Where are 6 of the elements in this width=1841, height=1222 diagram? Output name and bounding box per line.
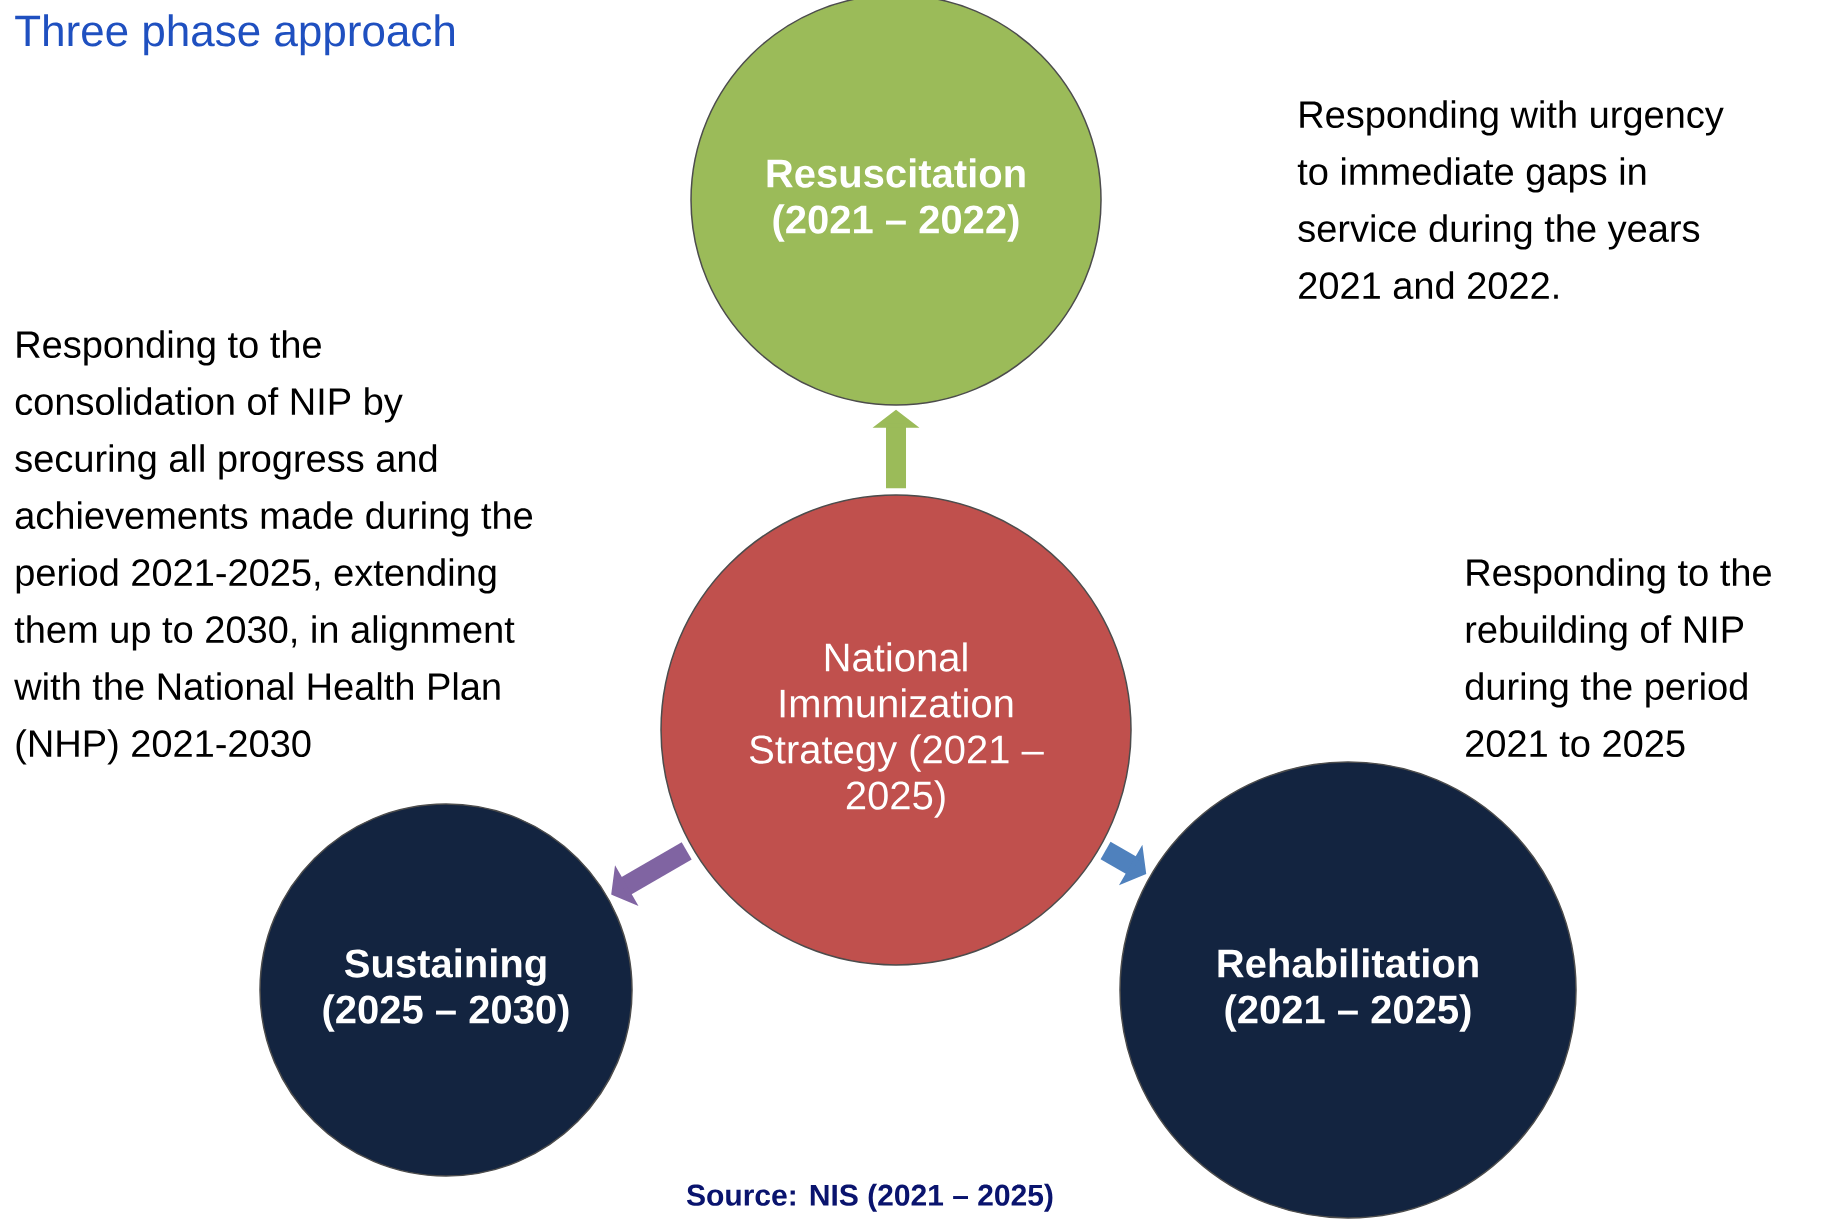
title: Three phase approach (15, 14, 454, 56)
block-arrow (611, 842, 692, 906)
description-text: Responding with urgency to immediate gaps in service during the years 2021 and 2022. (1297, 100, 1724, 300)
description-text: Responding to the consolidation of NIP by securing all progress and achievements made during the period 2021-2025, extending them up to 2030, in alignment with the National Health Plan (NHP) 2021-2030 (14, 330, 533, 765)
description-text: Responding to the rebuilding of NIP during the period 2021 to 2025 (1465, 558, 1771, 758)
source-caption: Source: NIS (2021 – 2025) (686, 1183, 1053, 1212)
